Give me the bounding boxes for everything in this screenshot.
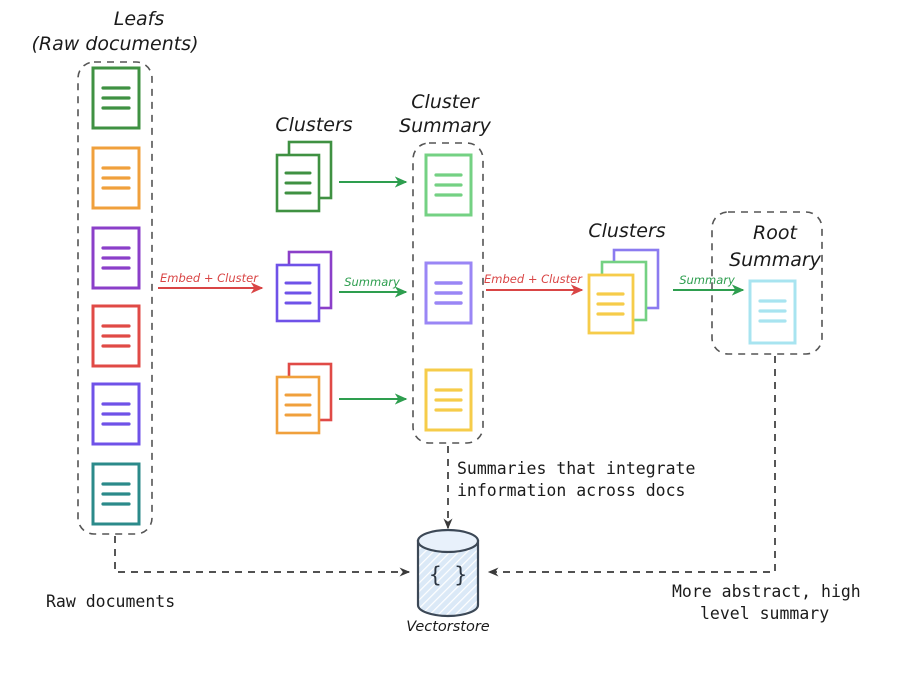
label-clusters-2: Clusters — [588, 220, 665, 242]
annotation-summaries-line1: Summaries that integrate — [457, 459, 695, 478]
label-embed-cluster-2: Embed + Cluster — [484, 272, 583, 286]
annotation-more-abstract-line2: level summary — [700, 604, 829, 623]
cluster-summary-doc-yellow — [424, 368, 473, 432]
annotation-summaries-line2: information across docs — [457, 481, 685, 500]
label-root-summary-line2: Summary — [729, 249, 822, 271]
annotation-raw-documents: Raw documents — [46, 592, 175, 611]
label-embed-cluster-1: Embed + Cluster — [160, 271, 259, 285]
root-summary-doc — [748, 279, 797, 345]
label-cluster-summary-line1: Cluster — [411, 91, 480, 113]
label-root-summary-line1: Root — [753, 222, 798, 244]
vectorstore-glyph: { } — [429, 563, 467, 587]
leafs-container — [77, 61, 153, 535]
label-cluster-summary-line2: Summary — [399, 115, 492, 137]
cluster-summary-doc-green — [424, 153, 473, 217]
leaf-document-green — [91, 66, 141, 130]
dashed-root-summary-to-vectorstore — [487, 356, 776, 577]
vectorstore-label: Vectorstore — [406, 619, 490, 635]
leaf-document-purple — [91, 226, 141, 290]
cluster-stack-orange — [275, 362, 333, 435]
label-leafs-subtitle: (Raw documents) — [31, 33, 198, 55]
root-summary-container — [711, 211, 823, 355]
label-summary-1: Summary — [344, 275, 400, 289]
cluster-stack-purple — [275, 250, 333, 323]
leaf-document-blue-violet — [91, 382, 141, 446]
label-leafs: Leafs — [114, 8, 165, 30]
leaf-document-red — [91, 304, 141, 368]
cluster-summary-doc-purple — [424, 261, 473, 325]
cluster-stack-green — [275, 140, 333, 213]
annotation-more-abstract-line1: More abstract, high — [672, 582, 861, 601]
cluster-stack-stage2 — [587, 248, 660, 335]
dashed-raw-docs-to-vectorstore — [114, 536, 411, 577]
leaf-document-teal — [91, 462, 141, 526]
label-summary-2: Summary — [679, 273, 735, 287]
cluster-summary-container — [412, 142, 484, 444]
vectorstore-cylinder — [416, 528, 480, 618]
leaf-document-orange — [91, 146, 141, 210]
label-clusters-1: Clusters — [275, 114, 352, 136]
